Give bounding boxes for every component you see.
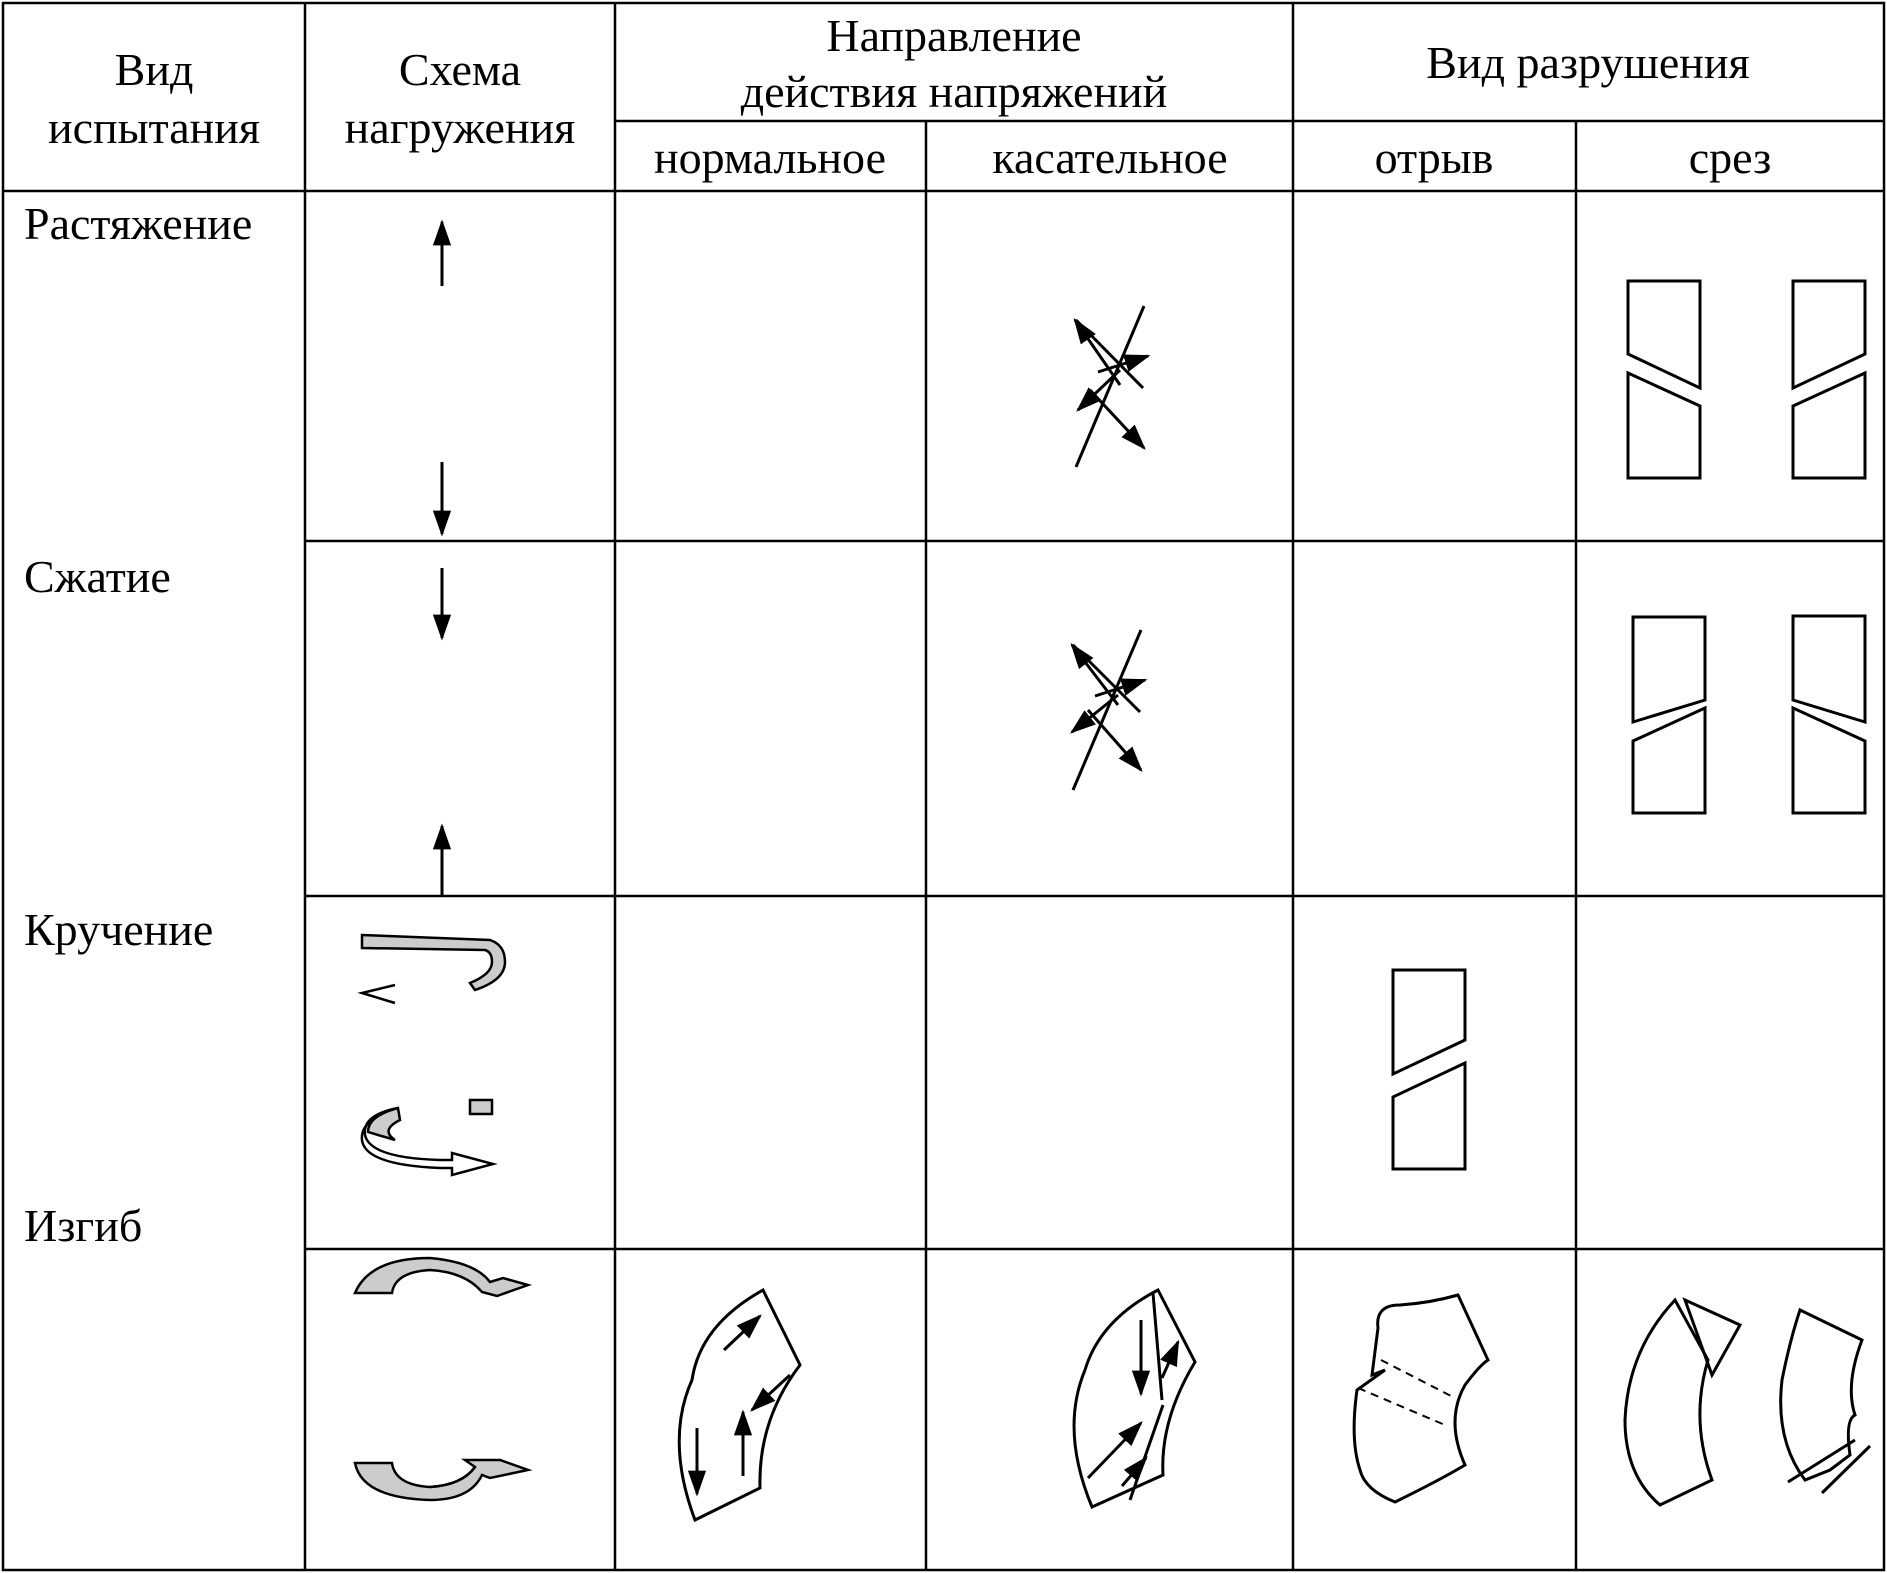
shear-stress-symbol-tension — [1073, 305, 1151, 468]
row-label-tension: Растяжение — [24, 198, 253, 249]
row-label-torsion: Кручение — [24, 904, 214, 955]
header-loading-scheme-line2: нагружения — [344, 102, 576, 153]
header-stress-direction-line1: Направление — [826, 10, 1082, 61]
row-label-compression: Сжатие — [24, 551, 171, 602]
header-stress-tangential: касательное — [992, 132, 1228, 183]
row-label-bending: Изгиб — [24, 1200, 143, 1251]
header-stress-normal: нормальное — [653, 132, 887, 183]
bending-shear-failure — [1623, 1297, 1872, 1507]
shear-stress-symbol-compression — [1069, 629, 1148, 791]
torsion-scheme — [357, 933, 507, 1177]
bending-separation-failure — [1352, 1293, 1490, 1504]
header-failure-type: Вид разрушения — [1426, 37, 1750, 88]
shear-failure-tension — [1626, 279, 1867, 480]
header-loading-scheme-line1: Схема — [398, 44, 522, 95]
header-failure-shear: срез — [1688, 132, 1772, 183]
header-test-type-line1: Вид — [114, 44, 194, 95]
bending-normal-stress — [677, 1287, 802, 1523]
bending-tangential-stress — [1072, 1287, 1197, 1510]
header-failure-separation: отрыв — [1374, 132, 1494, 183]
separation-failure-torsion — [1391, 968, 1467, 1171]
shear-failure-compression — [1631, 614, 1867, 815]
header-test-type-line2: испытания — [47, 102, 261, 153]
bending-scheme — [353, 1256, 533, 1502]
header-stress-direction-line2: действия напряжений — [740, 66, 1168, 117]
